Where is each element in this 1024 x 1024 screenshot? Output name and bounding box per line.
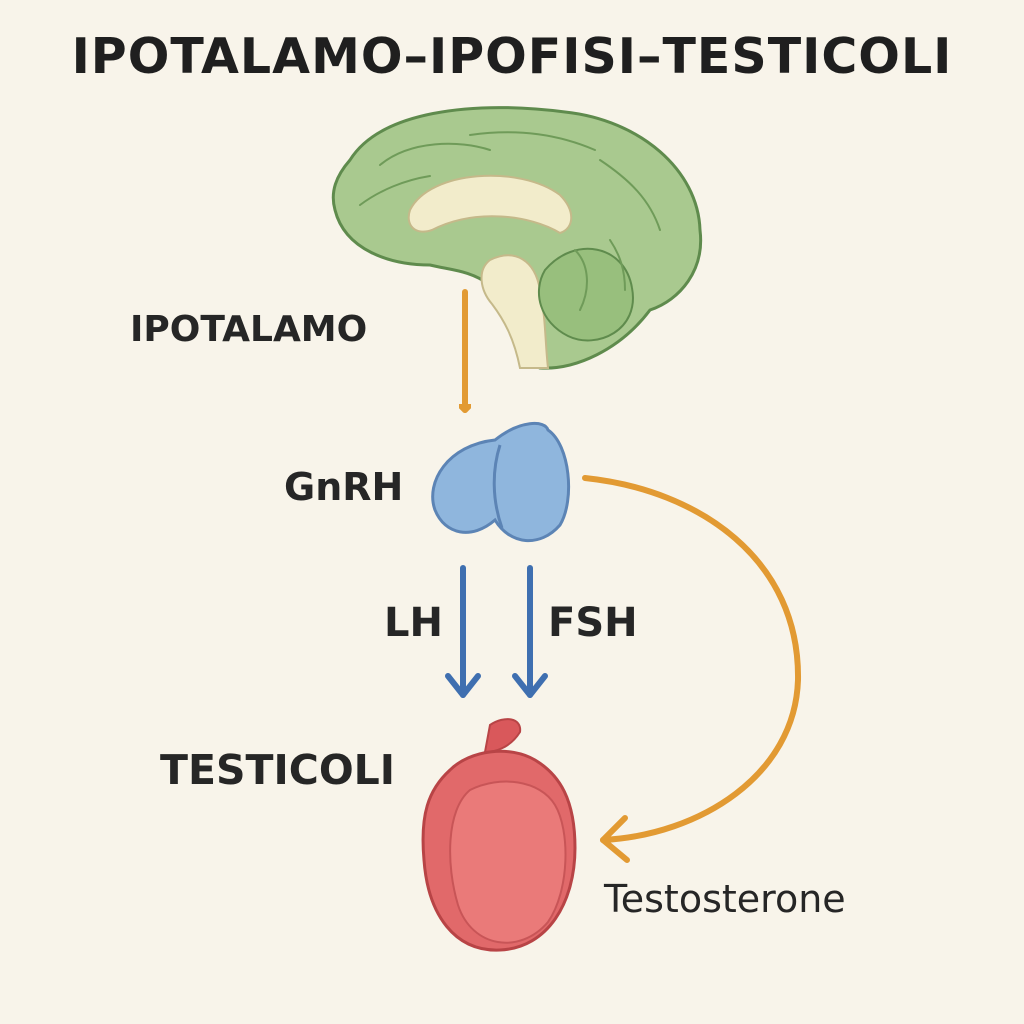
testosterone-label: Testosterone bbox=[604, 877, 846, 921]
feedback-arrowhead bbox=[600, 815, 630, 863]
hypothalamus-label: IPOTALAMO bbox=[130, 309, 368, 350]
testes-label: TESTICOLI bbox=[160, 746, 396, 794]
gnrh-label: GnRH bbox=[284, 465, 404, 509]
lh-arrowhead bbox=[445, 673, 481, 698]
fsh-label: FSH bbox=[548, 600, 638, 646]
lh-label: LH bbox=[384, 600, 443, 646]
diagram-title: IPOTALAMO–IPOFISI–TESTICOLI bbox=[71, 28, 953, 85]
fsh-arrowhead bbox=[512, 673, 548, 698]
brainstem bbox=[480, 254, 550, 369]
pituitary-lobe-divider bbox=[492, 444, 504, 529]
brain-illustration bbox=[331, 106, 703, 370]
brain-gyri bbox=[359, 131, 661, 311]
pituitary-gland bbox=[431, 421, 571, 542]
arrows bbox=[445, 289, 802, 863]
feedback-arrow bbox=[582, 475, 802, 843]
spermatic-cord bbox=[483, 718, 522, 754]
corpus-callosum bbox=[407, 174, 573, 235]
testis-illustration bbox=[421, 718, 577, 952]
pituitary-illustration bbox=[431, 421, 571, 542]
testis-inner bbox=[449, 780, 567, 944]
